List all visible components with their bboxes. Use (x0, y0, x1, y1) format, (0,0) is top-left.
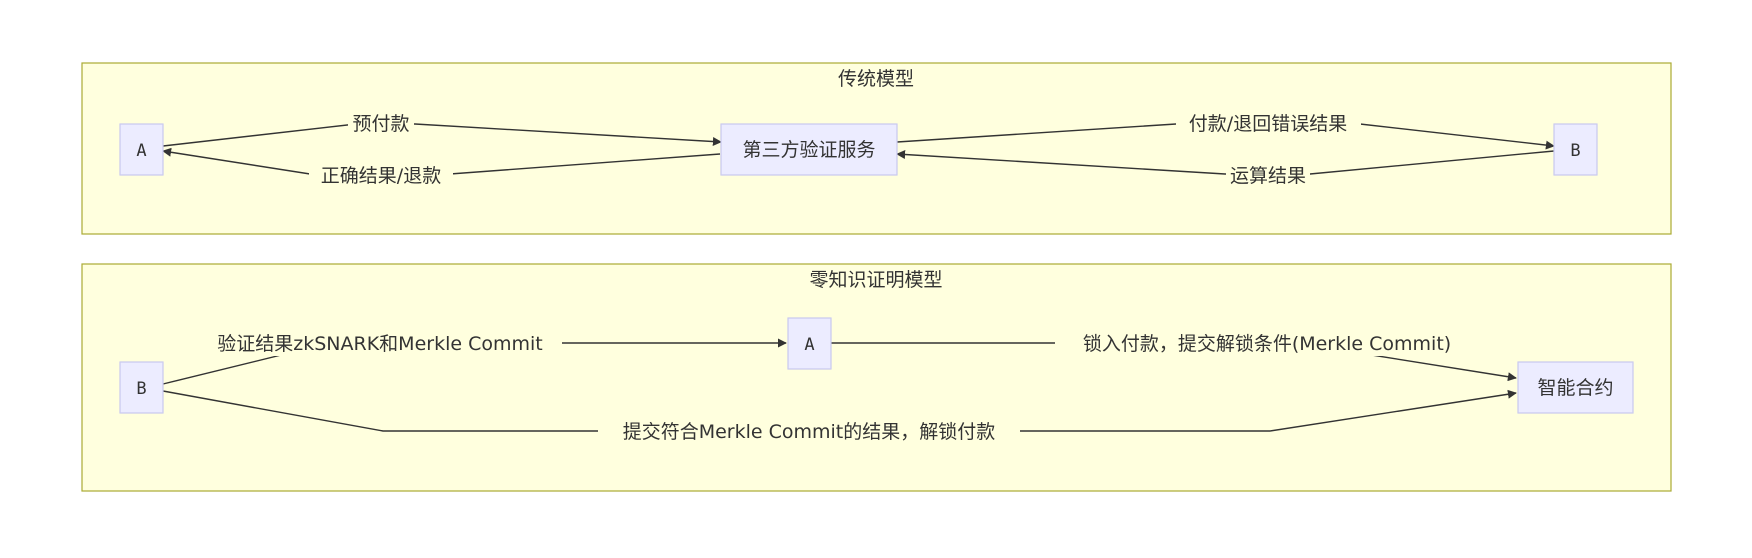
edge-label-prepay: 预付款 (348, 110, 414, 136)
svg-text:运算结果: 运算结果 (1230, 165, 1306, 187)
edge-label-submit-unlock: 提交符合Merkle Commit的结果，解锁付款 (598, 418, 1020, 444)
cluster-traditional-title: 传统模型 (838, 68, 914, 90)
edge-label-verify-zksnark: 验证结果zkSNARK和Merkle Commit (198, 330, 562, 356)
svg-text:锁入付款，提交解锁条件(Merkle Commit): 锁入付款，提交解锁条件(Merkle Commit) (1083, 333, 1451, 355)
svg-text:B: B (136, 379, 146, 399)
edge-label-lock-payment: 锁入付款，提交解锁条件(Merkle Commit) (1055, 330, 1479, 356)
svg-text:提交符合Merkle Commit的结果，解锁付款: 提交符合Merkle Commit的结果，解锁付款 (623, 421, 996, 443)
svg-text:智能合约: 智能合约 (1537, 377, 1613, 399)
svg-text:验证结果zkSNARK和Merkle Commit: 验证结果zkSNARK和Merkle Commit (217, 333, 542, 355)
cluster-zk-box (81, 263, 1672, 492)
svg-text:B: B (1570, 141, 1580, 161)
node-b-traditional: B (1553, 123, 1598, 176)
edge-label-pay-return: 付款/退回错误结果 (1176, 110, 1361, 136)
edge-label-compute-result: 运算结果 (1226, 162, 1310, 188)
svg-text:A: A (804, 335, 814, 355)
svg-text:A: A (136, 141, 146, 161)
node-a-zk: A (787, 317, 832, 370)
svg-text:第三方验证服务: 第三方验证服务 (742, 139, 875, 161)
node-a-traditional: A (119, 123, 164, 176)
svg-text:正确结果/退款: 正确结果/退款 (321, 165, 441, 187)
node-b-zk: B (119, 361, 164, 414)
node-smart-contract: 智能合约 (1517, 361, 1634, 414)
cluster-zk-model: 零知识证明模型 (81, 263, 1672, 492)
edge-label-correct-refund: 正确结果/退款 (309, 162, 453, 188)
cluster-zk-title: 零知识证明模型 (809, 269, 942, 291)
node-third-party-service: 第三方验证服务 (720, 123, 898, 176)
svg-text:预付款: 预付款 (352, 113, 409, 135)
svg-text:付款/退回错误结果: 付款/退回错误结果 (1189, 113, 1347, 135)
